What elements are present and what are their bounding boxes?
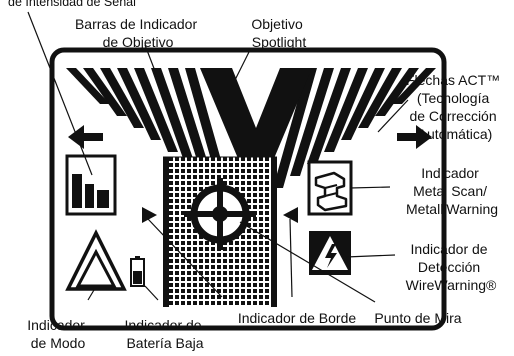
signal-bars-icon: [65, 154, 117, 216]
target-bar-right-4: [324, 68, 368, 152]
target-bar-left-5: [151, 68, 195, 164]
crosshair-icon: [184, 178, 256, 250]
target-bar-left-3: [117, 68, 161, 140]
lightning-icon: [309, 231, 351, 275]
right-edge-triangle-icon: [283, 207, 298, 223]
target-indicator-bars: [66, 68, 436, 188]
label-wire-warning: Indicador de Detección WireWarning®: [406, 241, 497, 293]
label-target-bars: Barras de Indicador de Objetivo: [75, 16, 201, 50]
target-bar-left-0: [66, 68, 110, 104]
target-bar-right-0: [392, 68, 436, 104]
label-crosshair: Punto de Mira: [374, 310, 461, 326]
label-mode: Indicador de Modo: [27, 317, 88, 351]
target-bar-right-7: [273, 68, 317, 188]
label-signal-strength: de Intensidad de Señal: [8, 0, 136, 9]
label-metal-scan: Indicador Metal Scan/ MetalliWarning: [406, 165, 498, 217]
leader-lines: [27, 11, 409, 303]
target-bar-right-5: [307, 68, 351, 164]
label-act-arrows: Flechas ACT™ (Tecnología de Corrección A…: [406, 72, 504, 142]
target-bar-left-6: [168, 68, 212, 176]
target-bar-right-6: [290, 68, 334, 176]
target-bar-right-1: [375, 68, 419, 116]
right-act-arrow-icon: [397, 125, 432, 149]
display-frame: [49, 47, 447, 331]
double-triangle-icon: [65, 229, 127, 291]
battery-icon: [130, 256, 145, 287]
target-bar-left-2: [100, 68, 144, 128]
left-edge-triangle-icon: [142, 207, 157, 223]
i-beam-icon: [307, 160, 353, 216]
target-bar-right-3: [341, 68, 385, 140]
label-edge: Indicador de Borde: [238, 310, 357, 326]
target-bar-right-2: [358, 68, 402, 128]
label-battery: Indicador de Batería Baja: [125, 317, 206, 351]
target-bar-left-4: [134, 68, 178, 152]
spotlight-v-core: [200, 68, 312, 168]
left-act-arrow-icon: [68, 125, 103, 149]
label-spotlight: Objetivo Spotlight: [251, 16, 306, 50]
target-bar-left-1: [83, 68, 127, 116]
